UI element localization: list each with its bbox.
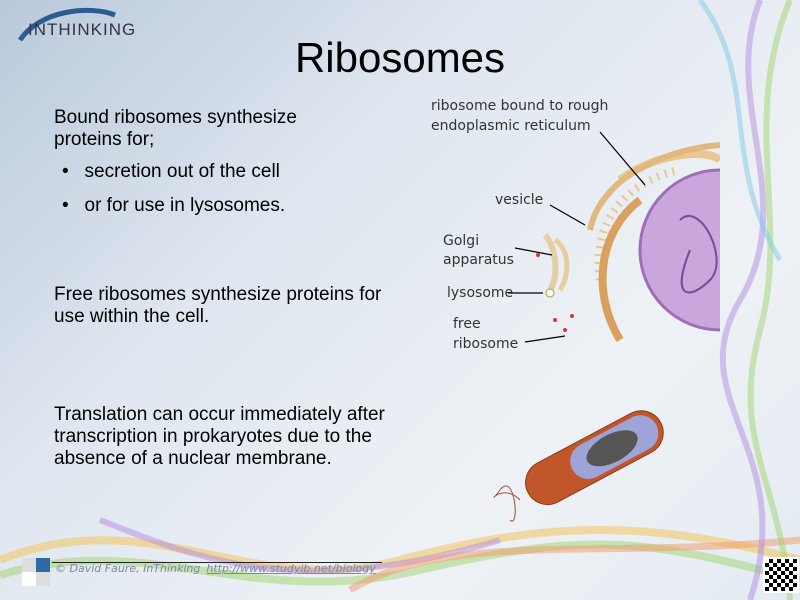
slide-title: Ribosomes	[294, 34, 506, 81]
bullet-1: • secretion out of the cell	[62, 161, 280, 182]
bullet-text: or for use in lysosomes.	[84, 195, 286, 216]
inthinking-logo: INTHINKING	[28, 20, 137, 39]
bullet-2: • or for use in lysosomes.	[62, 195, 286, 216]
footer-logo-squares	[22, 558, 50, 586]
footer: © David Faure, InThinking http://www.stud…	[55, 562, 376, 575]
footer-divider	[52, 562, 382, 563]
label-rer: ribosome bound to rough endoplasmic reti…	[431, 98, 609, 134]
label-lysosome: lysosome	[447, 285, 514, 301]
bullet-text: secretion out of the cell	[84, 161, 280, 182]
prokaryote-diagram	[493, 410, 664, 522]
bound-intro: Bound ribosomes synthesize proteins for;	[54, 107, 297, 150]
free-ribosome-text: Free ribosomes synthesize proteins for u…	[54, 284, 382, 327]
label-leader-lines	[508, 131, 646, 343]
label-free-ribosome: free ribosome	[453, 316, 519, 352]
copyright: © David Faure, InThinking	[55, 562, 201, 575]
label-vesicle: vesicle	[495, 192, 544, 208]
qr-code	[763, 557, 799, 593]
label-golgi: Golgi apparatus	[443, 233, 514, 268]
footer-link[interactable]: http://www.studyib.net/biology	[206, 562, 376, 575]
translation-text: Translation can occur immediately after …	[54, 404, 385, 469]
